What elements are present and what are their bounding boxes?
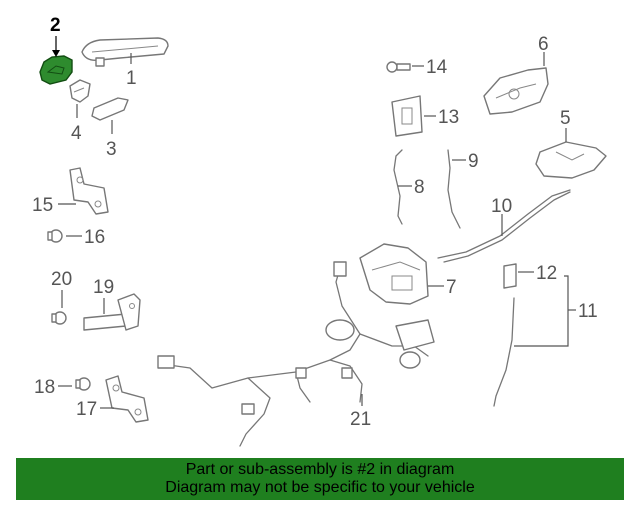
callout-11: 11 — [578, 301, 598, 322]
part-3-cover — [91, 97, 129, 121]
callout-15: 15 — [32, 195, 53, 216]
callout-9: 9 — [468, 151, 479, 172]
callout-7: 7 — [446, 277, 457, 298]
callout-13: 13 — [438, 107, 459, 128]
callout-8: 8 — [414, 177, 425, 198]
part-9-rod — [447, 149, 461, 229]
part-14-screw — [386, 61, 411, 73]
callout-4: 4 — [71, 123, 82, 144]
part-17-hinge — [105, 375, 149, 423]
part-15-bracket — [69, 167, 109, 215]
part-6-inside-handle — [483, 67, 549, 115]
callout-19: 19 — [93, 277, 114, 298]
parts-diagram: 2 1 4 3 15 16 20 — [32, 15, 607, 447]
info-banner: Part or sub-assembly is #2 in diagram Di… — [16, 458, 624, 500]
callout-3: 3 — [106, 139, 117, 160]
banner-line-1: Part or sub-assembly is #2 in diagram — [185, 461, 455, 478]
callout-18: 18 — [34, 377, 55, 398]
callout-16: 16 — [84, 227, 105, 248]
part-7-door-lock — [359, 243, 429, 305]
callout-21: 21 — [350, 409, 371, 430]
callout-17: 17 — [76, 399, 97, 420]
callout-2: 2 — [50, 15, 61, 36]
part-10-cable — [437, 189, 571, 263]
part-20-bolt — [51, 311, 67, 325]
callout-20: 20 — [51, 269, 72, 290]
part-2-highlighted[interactable] — [39, 55, 73, 85]
part-13-striker — [391, 95, 423, 137]
part-19-door-check — [83, 293, 141, 331]
callout-10: 10 — [491, 196, 512, 217]
callout-5: 5 — [560, 108, 571, 129]
callout-12: 12 — [536, 263, 557, 284]
part-21-harness — [157, 261, 435, 447]
part-5-shield — [535, 141, 607, 179]
part-4-clip — [69, 79, 91, 103]
part-16-bolt — [47, 229, 63, 243]
callout-6: 6 — [538, 34, 549, 55]
callout-14: 14 — [426, 57, 448, 78]
callout-1: 1 — [126, 68, 137, 89]
part-12-bracket — [503, 263, 517, 289]
part-1-outside-handle — [81, 37, 169, 67]
part-18-bolt — [75, 377, 91, 391]
banner-line-2: Diagram may not be specific to your vehi… — [165, 479, 475, 496]
part-8-rod — [393, 149, 403, 225]
part-11-rod — [493, 297, 515, 407]
